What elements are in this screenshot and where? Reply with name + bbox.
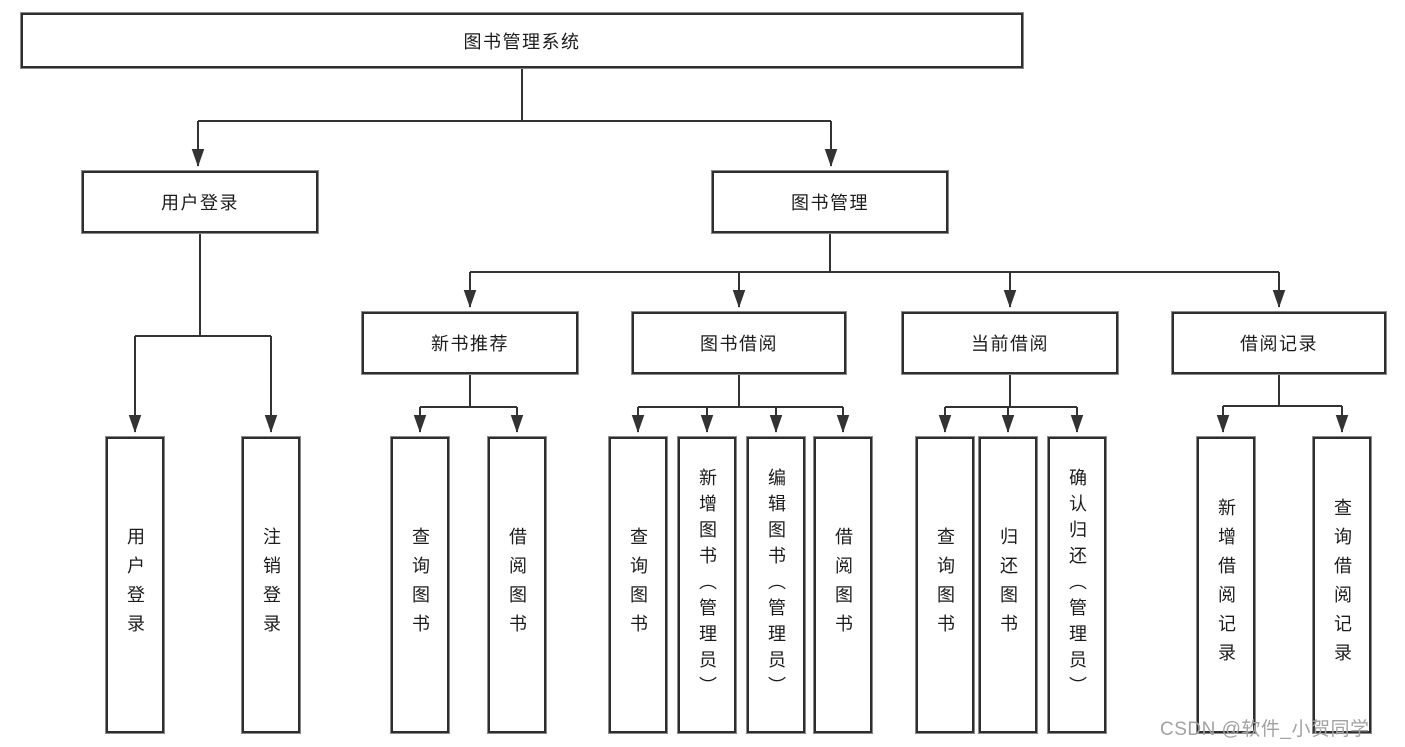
leaf-nbr-query-books-label: 查询图书 <box>410 527 430 643</box>
leaf-br-query-record: 查询借阅记录 <box>1312 436 1372 734</box>
leaf-user-login-label: 用户登录 <box>125 527 145 643</box>
leaf-bb-query-books: 查询图书 <box>608 436 668 734</box>
node-book-borrowing: 图书借阅 <box>631 311 847 375</box>
leaf-bb-borrow-books-label: 借阅图书 <box>833 527 853 643</box>
node-root-library-system: 图书管理系统 <box>20 12 1024 69</box>
node-book-management-label: 图书管理 <box>791 193 869 213</box>
leaf-bb-query-books-label: 查询图书 <box>628 527 648 643</box>
leaf-cb-return-books-label: 归还图书 <box>998 527 1018 643</box>
node-root-label: 图书管理系统 <box>463 31 581 52</box>
node-borrowing-records-label: 借阅记录 <box>1240 334 1318 354</box>
node-book-management: 图书管理 <box>711 170 949 234</box>
leaf-logout-login: 注销登录 <box>241 436 301 734</box>
leaf-bb-add-books-admin: 新增图书（管理员） <box>677 436 737 734</box>
leaf-cb-query-books: 查询图书 <box>915 436 975 734</box>
node-current-borrowing: 当前借阅 <box>901 311 1119 375</box>
node-book-borrowing-label: 图书借阅 <box>700 334 778 354</box>
node-new-book-recommend-label: 新书推荐 <box>431 334 509 354</box>
csdn-watermark: CSDN @软件_小贺同学 <box>1160 719 1370 740</box>
leaf-bb-add-books-admin-label: 新增图书（管理员） <box>697 468 717 702</box>
leaf-cb-query-books-label: 查询图书 <box>935 527 955 643</box>
leaf-cb-return-books: 归还图书 <box>978 436 1038 734</box>
leaf-br-query-record-label: 查询借阅记录 <box>1332 498 1352 672</box>
leaf-user-login: 用户登录 <box>105 436 165 734</box>
node-new-book-recommend: 新书推荐 <box>361 311 579 375</box>
leaf-br-add-record-label: 新增借阅记录 <box>1216 498 1236 672</box>
leaf-nbr-query-books: 查询图书 <box>390 436 450 734</box>
leaf-bb-edit-books-admin: 编辑图书（管理员） <box>746 436 806 734</box>
leaf-cb-confirm-return-admin-label: 确认归还（管理员） <box>1067 468 1087 702</box>
node-user-login: 用户登录 <box>81 170 319 234</box>
leaf-bb-borrow-books: 借阅图书 <box>813 436 873 734</box>
leaf-cb-confirm-return-admin: 确认归还（管理员） <box>1047 436 1107 734</box>
node-current-borrowing-label: 当前借阅 <box>971 334 1049 354</box>
leaf-logout-login-label: 注销登录 <box>261 527 281 643</box>
leaf-br-add-record: 新增借阅记录 <box>1196 436 1256 734</box>
leaf-bb-edit-books-admin-label: 编辑图书（管理员） <box>766 468 786 702</box>
leaf-nbr-borrow-books: 借阅图书 <box>487 436 547 734</box>
node-user-login-label: 用户登录 <box>161 193 239 213</box>
leaf-nbr-borrow-books-label: 借阅图书 <box>507 527 527 643</box>
node-borrowing-records: 借阅记录 <box>1171 311 1387 375</box>
